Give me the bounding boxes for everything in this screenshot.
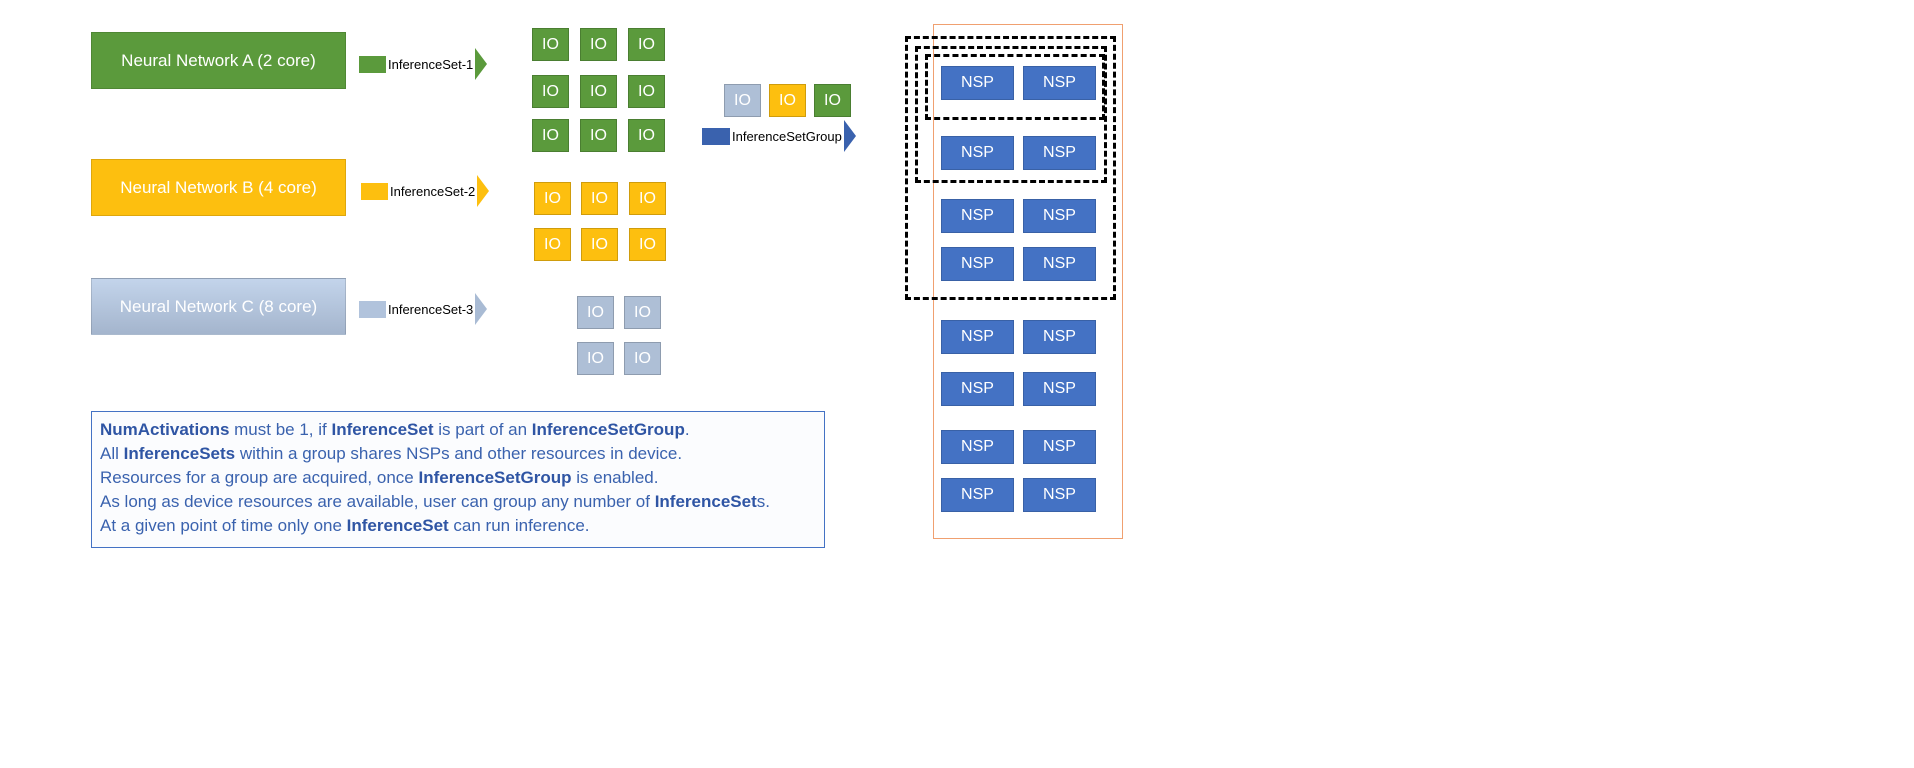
group-io-block: IO: [724, 84, 761, 117]
note-line: As long as device resources are availabl…: [100, 490, 816, 514]
note-text: can run inference.: [448, 516, 590, 535]
nsp-block: NSP: [941, 430, 1014, 464]
io-block: IO: [577, 342, 614, 375]
inference-set-3-arrow: InferenceSet-3: [359, 293, 488, 325]
io-block: IO: [580, 75, 617, 108]
nsp-block: NSP: [1023, 136, 1096, 170]
note-keyword: InferenceSet: [346, 516, 449, 535]
io-block: IO: [532, 119, 569, 152]
note-text: All: [100, 444, 124, 463]
io-block: IO: [534, 228, 571, 261]
io-block: IO: [624, 296, 661, 329]
device-container: [933, 24, 1123, 539]
nsp-block: NSP: [1023, 320, 1096, 354]
note-line: All InferenceSets within a group shares …: [100, 442, 816, 466]
group-dashed-outline-middle: [915, 46, 1107, 183]
io-block: IO: [532, 28, 569, 61]
network-label: Neural Network A (2 core): [121, 50, 316, 70]
arrow-stem: [359, 55, 386, 73]
inference-set-label: InferenceSet-1: [386, 55, 476, 73]
io-block: IO: [628, 75, 665, 108]
network-label: Neural Network B (4 core): [120, 177, 317, 197]
inference-set-1-arrow: InferenceSet-1: [359, 48, 488, 80]
io-block: IO: [628, 119, 665, 152]
network-label: Neural Network C (8 core): [119, 296, 318, 316]
note-text: within a group shares NSPs and other res…: [235, 444, 683, 463]
group-io-block: IO: [814, 84, 851, 117]
group-dashed-outline-inner: [925, 54, 1105, 120]
nsp-block: NSP: [1023, 430, 1096, 464]
nsp-block: NSP: [941, 247, 1014, 281]
neural-network-a: Neural Network A (2 core): [91, 32, 346, 89]
inference-set-group-label: InferenceSetGroup: [730, 127, 844, 145]
neural-network-b: Neural Network B (4 core): [91, 159, 346, 216]
io-block: IO: [581, 228, 618, 261]
io-block: IO: [534, 182, 571, 215]
note-text: .: [684, 420, 690, 439]
nsp-block: NSP: [1023, 478, 1096, 512]
nsp-block: NSP: [941, 372, 1014, 406]
note-text: is enabled.: [571, 468, 659, 487]
inference-set-label: InferenceSet-2: [388, 182, 478, 200]
note-keyword: InferenceSetGroup: [531, 420, 685, 439]
note-text: As long as device resources are availabl…: [100, 492, 655, 511]
nsp-block: NSP: [941, 320, 1014, 354]
io-block: IO: [580, 119, 617, 152]
arrow-head-icon: [475, 293, 488, 325]
nsp-block: NSP: [1023, 372, 1096, 406]
nsp-block: NSP: [941, 66, 1014, 100]
nsp-block: NSP: [1023, 247, 1096, 281]
io-block: IO: [580, 28, 617, 61]
io-block: IO: [629, 228, 666, 261]
nsp-block: NSP: [941, 136, 1014, 170]
inference-set-2-arrow: InferenceSet-2: [361, 175, 490, 207]
io-block: IO: [532, 75, 569, 108]
note-keyword: InferenceSet: [331, 420, 434, 439]
nsp-block: NSP: [1023, 199, 1096, 233]
arrow-stem: [359, 300, 386, 318]
nsp-block: NSP: [941, 199, 1014, 233]
io-block: IO: [629, 182, 666, 215]
note-keyword: InferenceSets: [123, 444, 236, 463]
arrow-head-icon: [475, 48, 488, 80]
inference-set-label: InferenceSet-3: [386, 300, 476, 318]
io-block: IO: [577, 296, 614, 329]
nsp-block: NSP: [1023, 66, 1096, 100]
note-line: NumActivations must be 1, if InferenceSe…: [100, 418, 816, 442]
note-text: s.: [756, 492, 770, 511]
note-text: is part of an: [433, 420, 532, 439]
notes-box: NumActivations must be 1, if InferenceSe…: [91, 411, 825, 548]
note-line: Resources for a group are acquired, once…: [100, 466, 816, 490]
inference-set-group-arrow: InferenceSetGroup: [702, 120, 856, 152]
arrow-stem: [702, 127, 730, 145]
note-keyword: NumActivations: [100, 420, 230, 439]
neural-network-c: Neural Network C (8 core): [91, 278, 346, 335]
arrow-stem: [361, 182, 388, 200]
arrow-head-icon: [843, 120, 856, 152]
io-block: IO: [581, 182, 618, 215]
nsp-block: NSP: [941, 478, 1014, 512]
group-io-block: IO: [769, 84, 806, 117]
arrow-head-icon: [477, 175, 490, 207]
io-block: IO: [628, 28, 665, 61]
io-block: IO: [624, 342, 661, 375]
note-text: must be 1, if: [229, 420, 332, 439]
note-line: At a given point of time only one Infere…: [100, 514, 816, 538]
group-dashed-outline-outer: [905, 36, 1116, 300]
note-keyword: InferenceSet: [654, 492, 757, 511]
note-text: At a given point of time only one: [100, 516, 347, 535]
note-keyword: InferenceSetGroup: [418, 468, 572, 487]
note-text: Resources for a group are acquired, once: [100, 468, 419, 487]
